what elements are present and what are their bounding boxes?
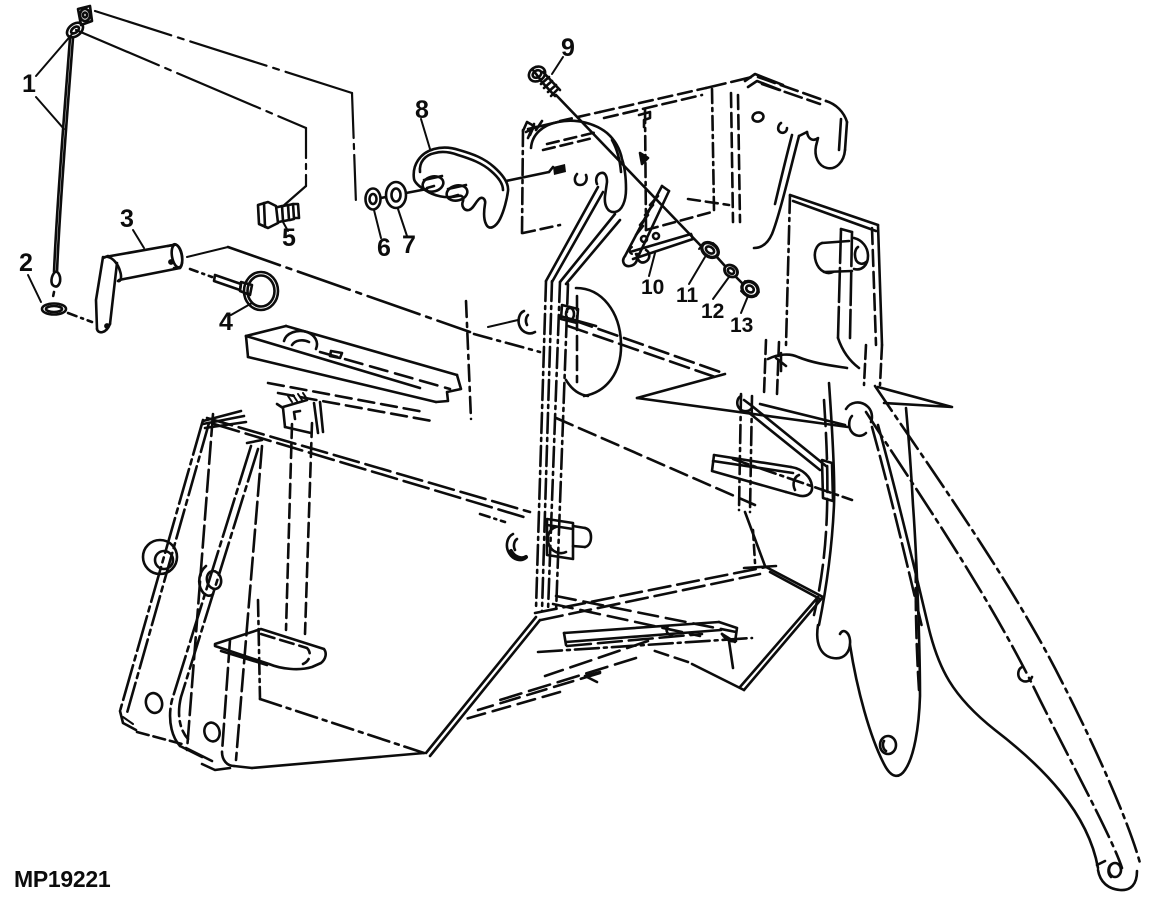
svg-text:4: 4 bbox=[219, 308, 233, 336]
svg-text:13: 13 bbox=[730, 314, 753, 337]
svg-text:11: 11 bbox=[676, 284, 699, 307]
svg-text:5: 5 bbox=[282, 224, 296, 252]
svg-text:8: 8 bbox=[415, 96, 429, 124]
svg-text:12: 12 bbox=[701, 300, 724, 323]
svg-text:7: 7 bbox=[402, 231, 416, 259]
svg-text:6: 6 bbox=[377, 234, 391, 262]
svg-text:3: 3 bbox=[120, 205, 134, 233]
svg-text:9: 9 bbox=[561, 34, 575, 62]
svg-text:10: 10 bbox=[641, 276, 664, 299]
svg-text:2: 2 bbox=[19, 249, 33, 277]
svg-text:1: 1 bbox=[22, 70, 36, 98]
svg-text:MP19221: MP19221 bbox=[14, 866, 111, 892]
